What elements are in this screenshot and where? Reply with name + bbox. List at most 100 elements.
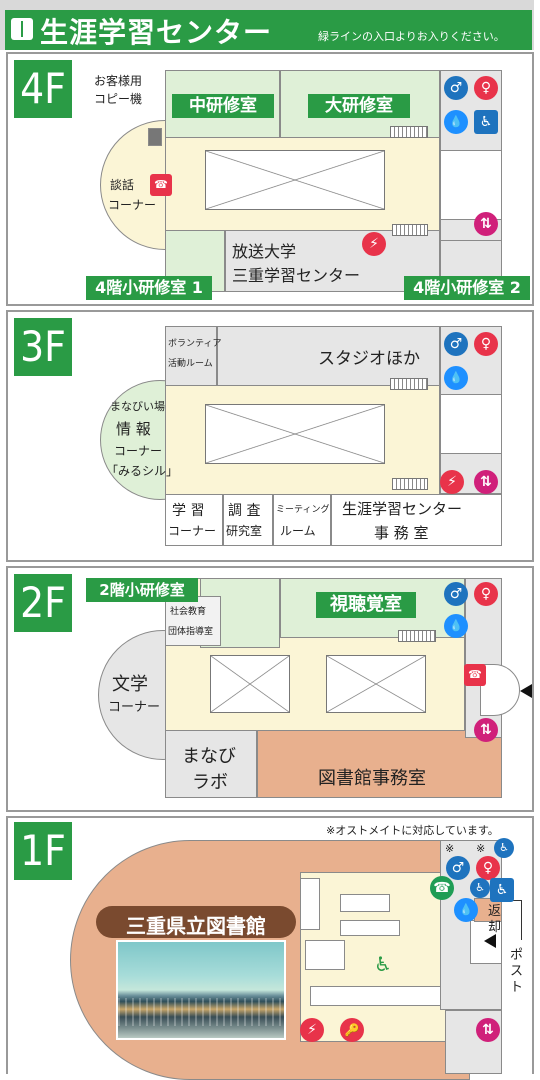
floor-2f-label: 2F xyxy=(14,574,72,632)
1f-return-post-label-4: ス xyxy=(510,964,524,979)
1f-counter-5 xyxy=(310,986,460,1006)
2f-male-restroom-icon: ♂ xyxy=(444,582,468,606)
4f-stairs-top xyxy=(390,126,428,138)
2f-literature-label-2: コーナー xyxy=(108,700,161,715)
4f-copier xyxy=(148,128,162,146)
2f-entrance-arrow-icon xyxy=(520,684,532,698)
2f-female-restroom-icon: ♀ xyxy=(474,582,498,606)
4f-copier-label-1: お客様用 xyxy=(94,74,143,88)
1f-library-label: 三重県立図書館 xyxy=(126,914,266,938)
1f-return-post-label-1: 返 xyxy=(488,904,502,919)
header-bar xyxy=(5,10,532,50)
1f-counter-2 xyxy=(340,894,390,912)
1f-female-restroom-icon: ♀ xyxy=(476,856,500,880)
3f-meeting-label-2: ルーム xyxy=(280,524,316,538)
4f-lounge-label-2: コーナー xyxy=(108,198,157,212)
4f-elevator-icon: ⇅ xyxy=(474,212,498,236)
3f-info-label-3: コーナー xyxy=(114,444,163,458)
1f-ostomate-icon-2: ♿ xyxy=(470,878,490,898)
1f-phone-icon: ☎ xyxy=(430,876,454,900)
3f-water-icon: 💧 xyxy=(444,366,468,390)
1f-counter-1 xyxy=(300,878,320,930)
3f-volunteer-room[interactable] xyxy=(165,326,217,386)
3f-meeting-label-1: ミーティング xyxy=(276,505,330,515)
3f-east-core xyxy=(440,394,502,454)
3f-research-label-2: 研究室 xyxy=(226,524,263,538)
4f-small-room-1-label: 4階小研修室 1 xyxy=(86,276,212,300)
3f-volunteer-label-1: ボランティア xyxy=(168,339,222,349)
3f-meeting-room[interactable] xyxy=(273,494,331,546)
3f-info-label-1: まなびい場 xyxy=(110,400,165,413)
2f-small-room-label: 2階小研修室 xyxy=(86,578,198,602)
2f-bridge-entrance xyxy=(480,664,520,716)
4f-large-room-label: 大研修室 xyxy=(308,94,410,118)
3f-female-restroom-icon: ♀ xyxy=(474,332,498,356)
1f-return-post-label-5: ト xyxy=(510,980,524,995)
2f-atrium-void-2 xyxy=(326,655,426,713)
1f-water-icon: 💧 xyxy=(454,898,478,922)
4f-stairs-bottom xyxy=(392,224,428,236)
1f-ostomate-note: ※オストメイトに対応しています。 xyxy=(326,824,499,837)
1f-mark-1: ※ xyxy=(445,842,455,855)
3f-aed-icon: ⚡ xyxy=(440,470,464,494)
4f-male-restroom-icon: ♂ xyxy=(444,76,468,100)
3f-stairs-top xyxy=(390,378,428,390)
4f-aed-icon: ⚡ xyxy=(362,232,386,256)
2f-manabi-lab[interactable] xyxy=(165,730,257,798)
3f-study-label-2: コーナー xyxy=(168,524,217,538)
3f-studio-room[interactable] xyxy=(217,326,440,386)
2f-library-office-label: 図書館事務室 xyxy=(318,768,426,789)
3f-male-restroom-icon: ♂ xyxy=(444,332,468,356)
2f-phone-icon: ☎ xyxy=(464,664,486,686)
1f-locker-key-icon: 🔑 xyxy=(340,1018,364,1042)
3f-research-label-1: 調 査 xyxy=(228,503,261,519)
3f-office-label-1: 生涯学習センター xyxy=(342,500,463,518)
4f-university-label-1: 放送大学 xyxy=(232,242,297,261)
4f-small-room-2-label: 4階小研修室 2 xyxy=(404,276,530,300)
1f-wheelchair-icon: ♿ xyxy=(490,878,514,902)
book-icon xyxy=(11,18,33,40)
1f-male-restroom-icon: ♂ xyxy=(446,856,470,880)
4f-atrium-void xyxy=(205,150,385,210)
4f-east-core xyxy=(440,150,502,220)
1f-counter-3 xyxy=(340,920,400,936)
3f-elevator-icon: ⇅ xyxy=(474,470,498,494)
2f-literature-label-1: 文学 xyxy=(112,674,148,695)
4f-female-restroom-icon: ♀ xyxy=(474,76,498,100)
1f-return-arrow-icon xyxy=(484,934,496,948)
1f-return-post-pointer xyxy=(510,900,522,940)
4f-university-label-2: 三重学習センター xyxy=(232,266,361,285)
1f-mark-2: ※ xyxy=(476,842,486,855)
floor-3f-label: 3F xyxy=(14,318,72,376)
1f-ostomate-icon-1: ♿ xyxy=(494,838,514,858)
1f-return-post-label-2: 却 xyxy=(488,920,502,935)
2f-manabi-label-2: ラボ xyxy=(192,772,228,793)
floor-1f-label: 1F xyxy=(14,822,72,880)
2f-av-room-label: 視聴覚室 xyxy=(316,592,416,618)
2f-stairs-top xyxy=(398,630,436,642)
3f-studio-label: スタジオほか xyxy=(318,349,420,369)
2f-manabi-label-1: まなび xyxy=(182,746,236,767)
1f-accessible-route-icon: ♿ xyxy=(374,952,392,976)
3f-research-room[interactable] xyxy=(223,494,273,546)
floor-4f-label: 4F xyxy=(14,60,72,118)
page-title: 生涯学習センター xyxy=(40,16,273,49)
3f-stairs-bottom xyxy=(392,478,428,490)
2f-library-office[interactable] xyxy=(257,730,502,798)
2f-social-label-2: 団体指導室 xyxy=(168,627,214,637)
3f-volunteer-label-2: 活動ルーム xyxy=(168,359,213,369)
4f-water-icon: 💧 xyxy=(444,110,468,134)
3f-office[interactable] xyxy=(331,494,502,546)
3f-study-corner[interactable] xyxy=(165,494,223,546)
2f-water-icon: 💧 xyxy=(444,614,468,638)
4f-lounge-label-1: 談話 xyxy=(110,178,135,192)
3f-study-label-1: 学 習 xyxy=(172,503,205,519)
4f-middle-room-label: 中研修室 xyxy=(172,94,274,118)
4f-copier-label-2: コピー機 xyxy=(94,92,143,106)
1f-counter-4 xyxy=(305,940,345,970)
2f-social-label-1: 社会教育 xyxy=(170,607,207,617)
entrance-note: 緑ラインの入口よりお入りください。 xyxy=(318,30,505,43)
3f-atrium-void xyxy=(205,404,385,464)
1f-return-post-label-3: ポ xyxy=(510,948,524,963)
3f-info-label-4: 「みるシル」 xyxy=(106,464,179,478)
